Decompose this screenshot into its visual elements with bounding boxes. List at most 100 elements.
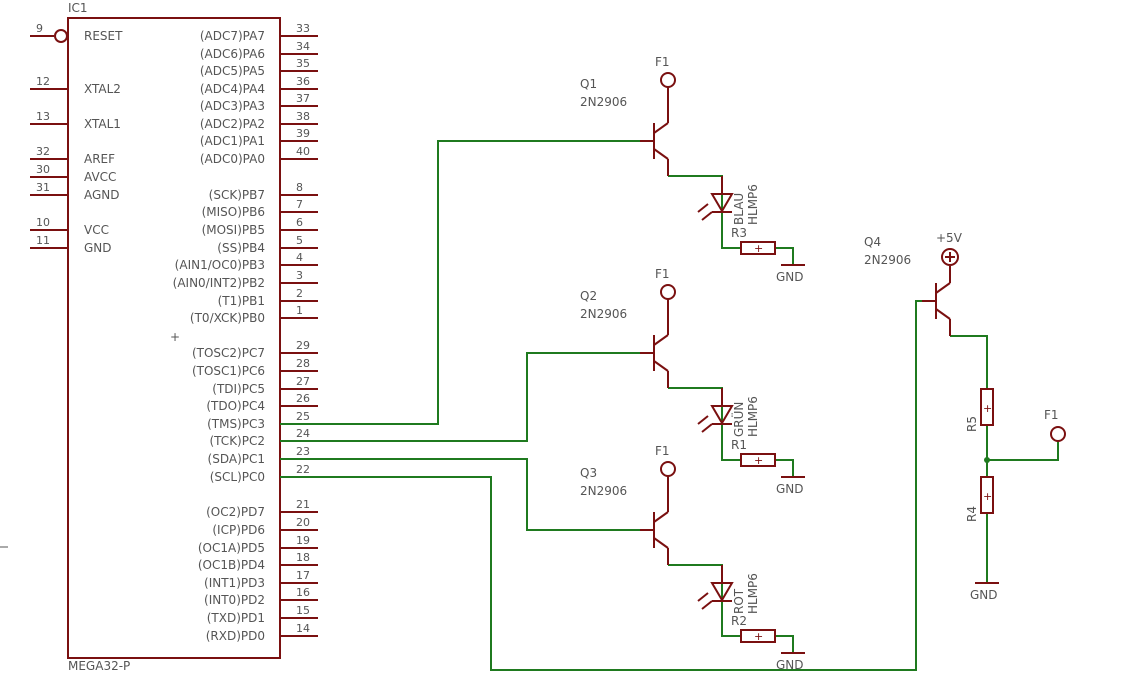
net-r2-gnd — [775, 635, 794, 653]
transistor-q3: F1 Q3 2N2906 — [580, 444, 676, 565]
net-pc2-q2 — [280, 352, 640, 442]
ic-left-pin-13: 13 XTAL1 — [30, 110, 121, 131]
ic-pin-label: (MOSI)PB5 — [202, 223, 265, 237]
led-blau-part: HLMP6 — [746, 184, 760, 225]
ic-pin-number: 7 — [296, 198, 303, 211]
ic-pin-number: 23 — [296, 445, 310, 458]
ic-right-pin-39: 39 (ADC1)PA1 — [200, 127, 318, 148]
resistor-r3: + R3 — [731, 226, 776, 255]
ic-pin-label: (ADC2)PA2 — [200, 117, 265, 131]
ic-right-pin-26: 26 (TDO)PC4 — [206, 392, 318, 413]
ic-pin-number: 19 — [296, 534, 310, 547]
resistor-r1: + R1 — [731, 438, 776, 467]
ic-pin-number: 34 — [296, 40, 310, 53]
ic-right-pin-16: 16(INT0)PD2 — [204, 586, 318, 607]
ic-right-pin-14: 14(RXD)PD0 — [206, 622, 318, 643]
led-rot-part: HLMP6 — [746, 573, 760, 614]
svg-text:F1: F1 — [1044, 408, 1059, 422]
ic-right-pin-36: 36(ADC4)PA4 — [200, 75, 318, 96]
svg-text:GND: GND — [776, 482, 804, 496]
ic-right-pin-34: 34(ADC6)PA6 — [200, 40, 318, 61]
svg-text:GND: GND — [84, 241, 112, 255]
ic-right-pin-7: 7 (MISO)PB6 — [202, 198, 318, 219]
ic-pin-label: (ADC5)PA5 — [200, 64, 265, 78]
ic-pin-label: (AIN1/OC0)PB3 — [175, 258, 265, 272]
ic-pin-label: (ADC7)PA7 — [200, 29, 265, 43]
led-gruen: GRÜN HLMP6 — [697, 388, 760, 437]
ic-pin-label: (MISO)PB6 — [202, 205, 265, 219]
q2-value: 2N2906 — [580, 307, 627, 321]
ic-origin-mark: + — [170, 330, 180, 344]
ic-left-pin-12: 12 XTAL2 — [30, 75, 121, 96]
net-divider-f1 — [987, 441, 1059, 461]
ic-right-pin-15: 15(TXD)PD1 — [207, 604, 318, 625]
net-r3-gnd — [775, 247, 794, 265]
supply-f1-divider: F1 — [1044, 408, 1066, 442]
ic-pin-label: (TDO)PC4 — [206, 399, 265, 413]
ic-pin-number: 20 — [296, 516, 310, 529]
svg-text:+: + — [754, 242, 763, 255]
svg-text:11: 11 — [36, 234, 50, 247]
resistor-r2: + R2 — [731, 614, 776, 643]
svg-text:VCC: VCC — [84, 223, 109, 237]
ic-pin-number: 25 — [296, 410, 310, 423]
svg-text:AGND: AGND — [84, 188, 120, 202]
q1-value: 2N2906 — [580, 95, 627, 109]
ic-pin-label: (T0/XCK)PB0 — [190, 311, 265, 325]
ic-pin-number: 22 — [296, 463, 310, 476]
ic-left-pin-11: 11 GND — [30, 234, 112, 255]
ic-pin-number: 38 — [296, 110, 310, 123]
ic-right-pin-17: 17(INT1)PD3 — [204, 569, 318, 590]
ic-pin-number: 33 — [296, 22, 310, 35]
ic-right-pin-3: 3(AIN0/INT2)PB2 — [173, 269, 318, 290]
ic-pin-number: 1 — [296, 304, 303, 317]
ic-pin-label: (SCL)PC0 — [210, 470, 265, 484]
ic-right-pin-2: 2(T1)PB1 — [218, 287, 318, 308]
led-blau-color: BLAU — [732, 193, 746, 225]
ic-right-pin-8: 8(SCK)PB7 — [209, 181, 318, 202]
q4-name: Q4 — [864, 235, 881, 249]
q3-name: Q3 — [580, 466, 597, 480]
ic-right-pin-6: 6(MOSI)PB5 — [202, 216, 318, 237]
ic-pin-label: (RXD)PD0 — [206, 629, 265, 643]
resistor-r5: + R5 — [965, 388, 994, 432]
ic-pin-label: (OC1A)PD5 — [198, 541, 265, 555]
net-r1-gnd — [775, 459, 794, 477]
ic-pin-number: 26 — [296, 392, 310, 405]
net-pc1-q3 — [280, 458, 640, 531]
ic-right-pin-37: 37(ADC3)PA3 — [200, 92, 318, 113]
ic-pin-label: (SCK)PB7 — [209, 188, 265, 202]
net-pc0-q4 — [280, 300, 922, 671]
q3-value: 2N2906 — [580, 484, 627, 498]
supply-f1-symbol — [660, 72, 676, 88]
ic-left-pin-9: 9 RESET — [30, 22, 123, 43]
transistor-q2: F1 Q2 2N2906 — [580, 267, 676, 388]
led-blau: BLAU HLMP6 — [697, 176, 760, 225]
ic-left-pin-32: 32 AREF — [30, 145, 115, 166]
ic-right-pin-28: 28(TOSC1)PC6 — [192, 357, 318, 378]
supply-f1-symbol — [660, 461, 676, 477]
net-pc3-q1 — [280, 140, 640, 425]
ic-pin-label: (AIN0/INT2)PB2 — [173, 276, 265, 290]
svg-text:GND: GND — [776, 270, 804, 284]
ic-pin-number: 29 — [296, 339, 310, 352]
svg-text:XTAL1: XTAL1 — [84, 117, 121, 131]
led-rot: ROT HLMP6 — [697, 565, 760, 614]
q3-supply-label: F1 — [655, 444, 670, 458]
ic-pin-number: 4 — [296, 251, 303, 264]
ic-right-pin-20: 20 (ICP)PD6 — [212, 516, 318, 537]
ic-right-pin-1: 1 (T0/XCK)PB0 — [190, 304, 318, 325]
ic-right-pin-19: 19 (OC1A)PD5 — [198, 534, 318, 555]
ic-pin-number: 37 — [296, 92, 310, 105]
svg-text:31: 31 — [36, 181, 50, 194]
svg-text:R4: R4 — [965, 506, 979, 522]
ic-right-pin-4: 4 (AIN1/OC0)PB3 — [175, 251, 318, 272]
ic-pin-label: (ADC1)PA1 — [200, 134, 265, 148]
svg-text:32: 32 — [36, 145, 50, 158]
ic-pin-label: (TOSC2)PC7 — [192, 346, 265, 360]
ic-pin-label: (ICP)PD6 — [212, 523, 265, 537]
ic-pin-number: 39 — [296, 127, 310, 140]
ic-right-pin-5: 5(SS)PB4 — [217, 234, 318, 255]
ic-pin-number: 35 — [296, 57, 310, 70]
